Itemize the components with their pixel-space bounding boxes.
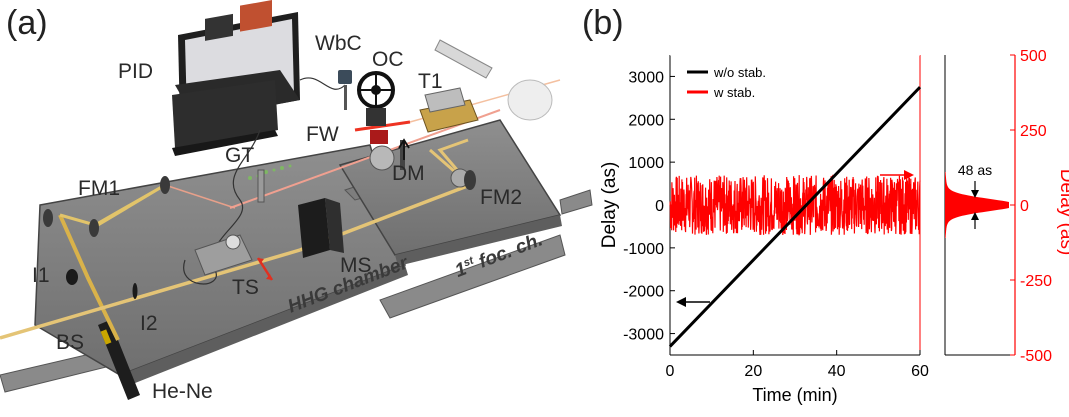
label-fm2: FM2 [480, 186, 522, 209]
fwhm-label: 48 as [958, 162, 992, 178]
x-tick-label: 40 [828, 363, 846, 380]
y-tick-label-left: 0 [655, 198, 664, 215]
y-axis-title-right: Delay (as) [1056, 169, 1069, 256]
label-t1: T1 [418, 70, 443, 93]
i1-iris [66, 269, 78, 285]
t1-stage [419, 87, 479, 133]
y-tick-label-left: -3000 [623, 327, 664, 344]
fm1-mirror [160, 176, 170, 194]
x-ticks: 0 20 40 60 [666, 350, 929, 380]
optical-chopper [357, 71, 395, 126]
x-tick-label: 0 [666, 363, 675, 380]
dm-arrow [398, 138, 410, 160]
panel-b-letter: (b) [582, 4, 624, 42]
stab-trace [669, 174, 921, 237]
label-gt: GT [225, 144, 255, 167]
y-tick-label-left: -2000 [623, 284, 664, 301]
y-tick-label-right: 500 [1020, 48, 1047, 65]
y-tick-label-left: 2000 [628, 112, 664, 129]
arrow-to-right-axis [880, 170, 914, 180]
label-i1: I1 [32, 264, 50, 287]
setup-panel [0, 0, 593, 400]
panel-a-letter: (a) [6, 4, 48, 42]
y-tick-label-right: 250 [1020, 123, 1047, 140]
i2-iris [132, 283, 138, 299]
ts-stage [194, 234, 274, 281]
legend-label-w: w stab. [713, 85, 755, 100]
label-wbc: WbC [315, 32, 362, 55]
label-ts: TS [232, 276, 259, 299]
label-pid: PID [118, 60, 154, 83]
label-i2: I2 [140, 312, 158, 335]
pid-computer [172, 0, 300, 156]
arrow-to-left-axis [676, 297, 710, 307]
label-bs: BS [56, 331, 85, 354]
chart-panel: 0 20 40 60 3000 2000 1000 0 -1000 -2000 -3000 w/o… [599, 48, 1069, 405]
mirror-left-1 [43, 209, 53, 227]
label-ms: MS [340, 254, 372, 277]
fwhm-arrows [971, 181, 979, 229]
cable [183, 129, 261, 285]
y-ticks-left: 3000 2000 1000 0 -1000 -2000 -3000 [623, 69, 675, 344]
y-tick-label-right: -250 [1020, 273, 1052, 290]
histogram [945, 172, 1009, 238]
x-tick-label: 20 [744, 363, 762, 380]
ms-block [298, 198, 344, 258]
legend: w/o stab. w stab. [687, 65, 766, 100]
y-tick-label-left: -1000 [623, 241, 664, 258]
label-dm: DM [392, 162, 425, 185]
y-axis-title-left: Delay (as) [599, 162, 620, 249]
y-tick-label-right: -500 [1020, 348, 1052, 365]
label-fw: FW [306, 123, 339, 146]
source-tube [434, 39, 553, 121]
x-tick-label: 60 [911, 363, 929, 380]
y-ticks-right: 500 250 0 -250 -500 [1010, 48, 1052, 365]
fm2-mirror [464, 170, 476, 190]
fw-mount [370, 130, 388, 144]
gt-post [257, 169, 265, 203]
series-w-stab [669, 174, 921, 237]
x-axis-title: Time (min) [752, 385, 837, 405]
label-fm1: FM1 [78, 177, 120, 200]
wbc-camera [338, 70, 352, 110]
y-tick-label-left: 3000 [628, 69, 664, 86]
y-tick-label-right: 0 [1020, 198, 1029, 215]
label-hene: He-Ne [152, 380, 213, 403]
series-wo-stab [668, 86, 922, 348]
legend-label-wo: w/o stab. [713, 65, 766, 80]
label-oc: OC [372, 48, 404, 71]
hene-laser [98, 320, 140, 400]
mirror-left-2 [89, 219, 99, 237]
y-tick-label-left: 1000 [628, 155, 664, 172]
